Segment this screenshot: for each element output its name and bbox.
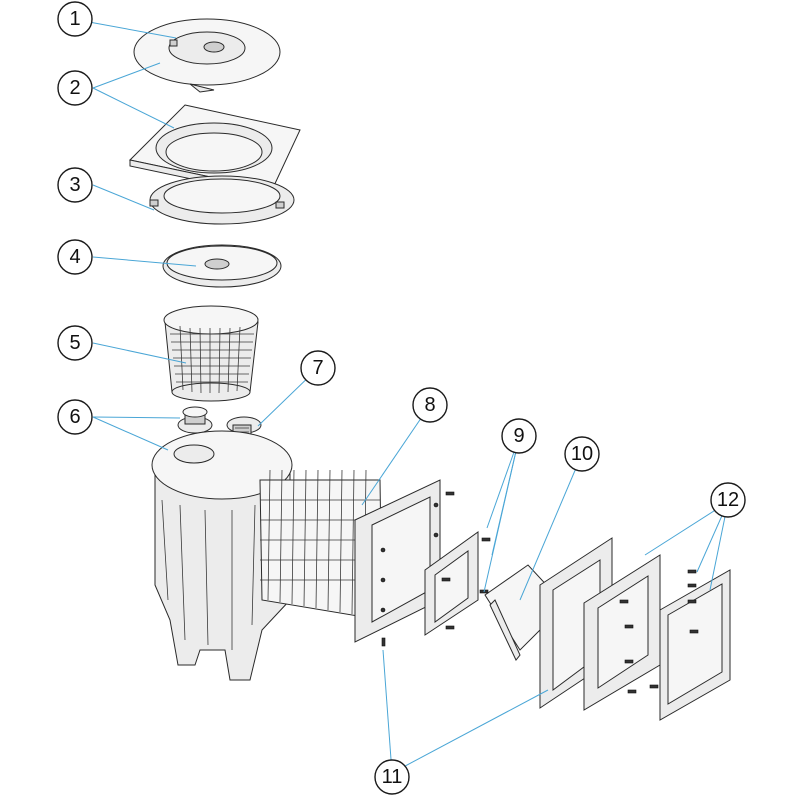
callout-11: 11 xyxy=(374,759,410,795)
screws xyxy=(381,491,699,694)
callout-12-label: 12 xyxy=(717,489,739,511)
callout-11-label: 11 xyxy=(382,766,403,788)
callout-9: 9 xyxy=(501,418,537,454)
callout-8-label: 8 xyxy=(424,394,435,416)
callout-12: 12 xyxy=(710,482,746,518)
callout-8: 8 xyxy=(412,387,448,423)
part-lid xyxy=(133,18,281,93)
part-disc-plate xyxy=(162,244,282,288)
part-ring xyxy=(149,175,295,225)
callout-10-label: 10 xyxy=(571,443,593,465)
callout-4-label: 4 xyxy=(69,246,80,268)
callout-10: 10 xyxy=(564,436,600,472)
callout-7: 7 xyxy=(300,350,336,386)
callout-6-label: 6 xyxy=(69,406,80,428)
part-faceplate xyxy=(583,554,731,721)
part-gasket-frame xyxy=(424,531,479,636)
callout-3-label: 3 xyxy=(69,174,80,196)
callout-6: 6 xyxy=(57,399,93,435)
part-plug-6 xyxy=(177,406,213,434)
callout-1: 1 xyxy=(57,1,93,37)
part-skimmer-body xyxy=(151,430,441,681)
callout-2-label: 2 xyxy=(69,77,80,99)
callout-2: 2 xyxy=(57,70,93,106)
callout-1-label: 1 xyxy=(69,8,80,30)
callout-5-label: 5 xyxy=(69,332,80,354)
callout-3: 3 xyxy=(57,167,93,203)
callout-5: 5 xyxy=(57,325,93,361)
part-basket xyxy=(163,305,259,402)
callout-4: 4 xyxy=(57,239,93,275)
callout-9-label: 9 xyxy=(513,425,524,447)
callout-7-label: 7 xyxy=(312,357,323,379)
